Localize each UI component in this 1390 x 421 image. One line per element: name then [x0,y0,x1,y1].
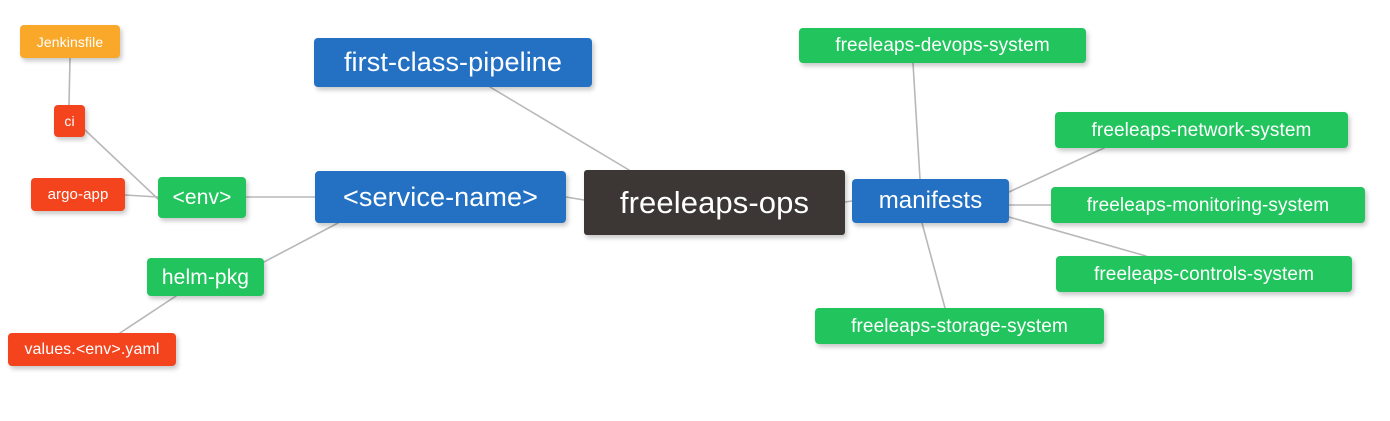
node-values-yaml[interactable]: values.<env>.yaml [8,333,176,366]
node-label: first-class-pipeline [343,47,563,77]
node-monitoring-system[interactable]: freeleaps-monitoring-system [1051,187,1365,223]
node-label: freeleaps-storage-system [851,315,1068,337]
edge-manifests-to-storage-system [921,222,946,309]
node-label: freeleaps-controls-system [1093,263,1315,285]
edge-freeleaps-ops-to-manifests [844,200,853,203]
edge-first-class-pipeline-to-freeleaps-ops [489,86,630,171]
node-label: <env> [172,186,232,209]
node-ci[interactable]: ci [54,105,85,137]
node-argo-app[interactable]: argo-app [31,178,125,211]
node-env[interactable]: <env> [158,177,246,218]
node-label: freeleaps-monitoring-system [1086,194,1330,216]
node-label: freeleaps-network-system [1091,119,1312,141]
node-storage-system[interactable]: freeleaps-storage-system [815,308,1104,344]
edge-helm-pkg-to-values-yaml [119,295,177,334]
edge-manifests-to-network-system [1008,147,1105,193]
node-manifests[interactable]: manifests [852,179,1009,223]
node-label: argo-app [47,186,109,203]
node-label: <service-name> [343,181,538,212]
node-label: Jenkinsfile [36,33,104,50]
node-jenkinsfile[interactable]: Jenkinsfile [20,25,120,58]
edge-jenkinsfile-to-ci [68,57,71,106]
node-freeleaps-ops[interactable]: freeleaps-ops [584,170,845,235]
node-controls-system[interactable]: freeleaps-controls-system [1056,256,1352,292]
node-first-class-pipeline[interactable]: first-class-pipeline [314,38,592,87]
node-label: values.<env>.yaml [24,340,160,358]
edge-service-name-to-freeleaps-ops [565,196,585,201]
node-label: freeleaps-ops [619,185,810,220]
edge-argo-app-to-env [124,194,159,198]
edge-manifests-to-devops-system [912,62,921,180]
node-label: ci [64,113,75,129]
node-devops-system[interactable]: freeleaps-devops-system [799,28,1086,63]
node-label: manifests [878,187,983,214]
node-network-system[interactable]: freeleaps-network-system [1055,112,1348,148]
edge-service-name-to-helm-pkg [263,222,339,263]
node-label: freeleaps-devops-system [835,35,1050,56]
node-helm-pkg[interactable]: helm-pkg [147,258,264,296]
node-service-name[interactable]: <service-name> [315,171,566,223]
node-label: helm-pkg [161,265,250,289]
